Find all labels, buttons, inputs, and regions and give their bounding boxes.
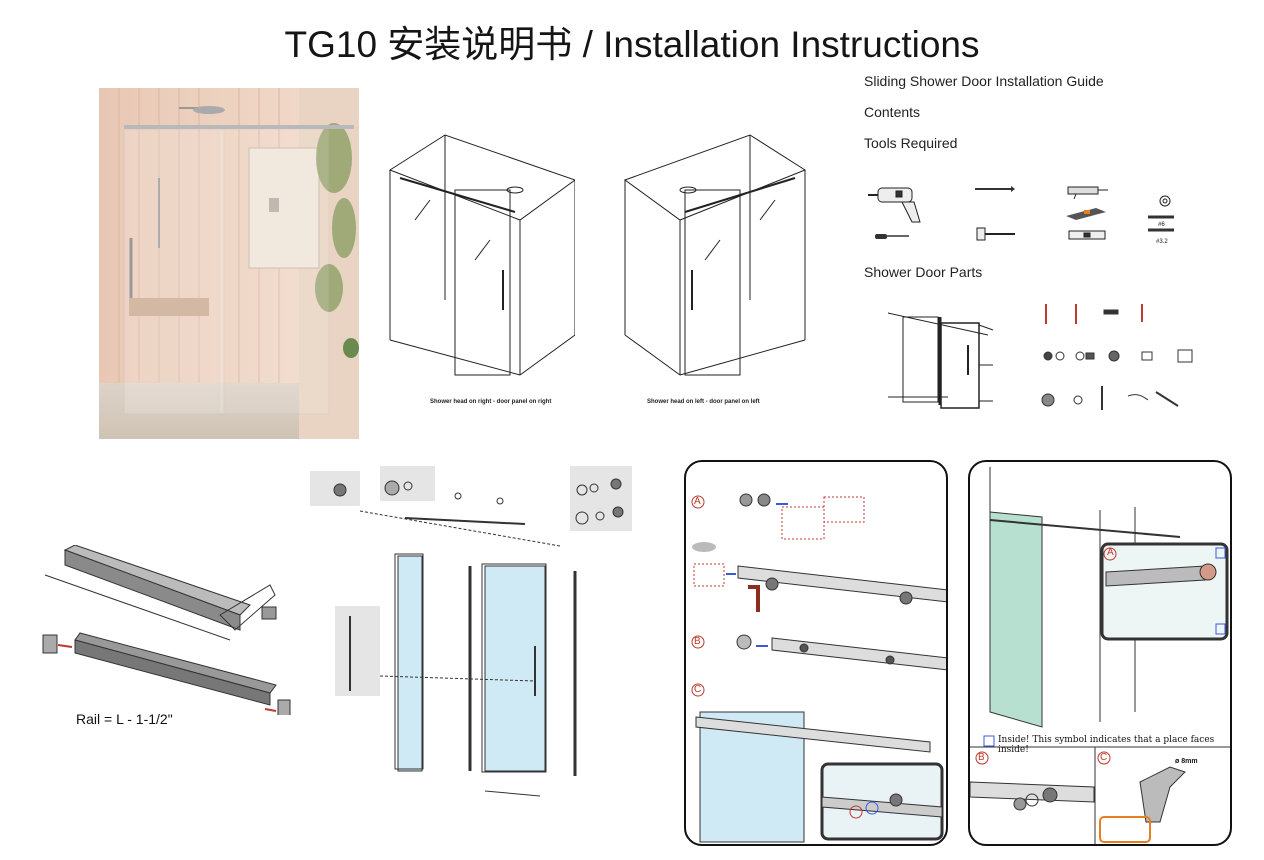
- parts-hardware-grid: [1038, 300, 1203, 420]
- panel1-step-b: B: [694, 636, 701, 647]
- steps-panel-2: A Inside! This symbol indicates that a p…: [968, 460, 1232, 846]
- bit-label-1: #6: [1158, 222, 1165, 228]
- caption-left: Shower head on left - door panel on left: [647, 399, 760, 405]
- contents-label: Contents: [864, 104, 921, 120]
- caulk-gun-icon: [1066, 183, 1110, 199]
- caption-right: Shower head on right - door panel on rig…: [430, 399, 552, 405]
- level-icon: [1068, 229, 1108, 241]
- drill-size-label: ø 8mm: [1175, 758, 1198, 765]
- bit-label-2: #3.2: [1156, 239, 1168, 245]
- rail-diagram: [40, 545, 300, 715]
- page-title: TG10 安装说明书 / Installation Instructions: [284, 24, 980, 65]
- panel2-step-b: B: [978, 752, 985, 763]
- guide-heading: Sliding Shower Door Installation Guide: [864, 73, 1104, 89]
- rail-formula: Rail = L - 1-1/2": [76, 711, 173, 727]
- drill-bit-icon: [1148, 213, 1178, 235]
- exploded-assembly: [310, 466, 635, 806]
- shower-door-photo: [99, 88, 359, 439]
- panel2-step-c: C: [1100, 752, 1108, 763]
- tape-measure-icon: [1158, 194, 1174, 208]
- steps-panel-1: A B C: [684, 460, 948, 846]
- parts-label: Shower Door Parts: [864, 264, 983, 280]
- door-parts-assembly: [888, 305, 998, 413]
- inside-symbol-note: Inside! This symbol indicates that a pla…: [998, 735, 1215, 755]
- enclosure-diagram-right: [385, 130, 575, 390]
- utility-knife-icon: [1066, 206, 1108, 220]
- mallet-icon: [975, 226, 1017, 244]
- pencil-icon: [975, 186, 1015, 192]
- panel2-step-a: A: [1107, 547, 1114, 558]
- drill-icon: [868, 182, 930, 226]
- enclosure-diagram-left: [620, 130, 810, 390]
- tools-label: Tools Required: [864, 135, 958, 151]
- panel1-step-c: C: [694, 684, 702, 695]
- screwdriver-icon: [875, 232, 911, 240]
- panel1-step-a: A: [694, 496, 701, 507]
